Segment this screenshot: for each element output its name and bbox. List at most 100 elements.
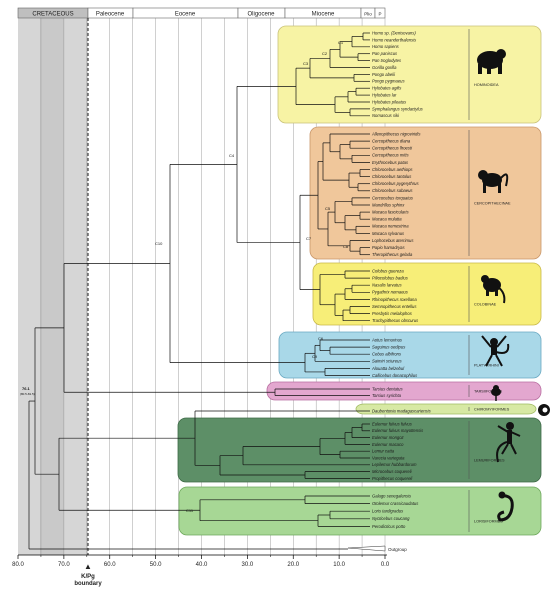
taxon-label: Daubentonia madagascariensis	[372, 408, 432, 413]
taxon-label: Pan paniscus	[372, 51, 398, 56]
taxon-label: Piliocolobus badius	[372, 276, 409, 281]
taxon-label: Perodicticus potto	[372, 524, 406, 529]
taxon-label: Symphalangus syndactylus	[372, 106, 424, 111]
taxon-label: Callicebus donacophilus	[372, 373, 418, 378]
clade-box-hominoidea	[277, 25, 542, 124]
taxon-label: Hylobates pileatus	[372, 99, 407, 104]
period-label-pleistocene: P	[378, 12, 381, 17]
axis-tick-label: 70.0	[58, 562, 70, 568]
taxon-label: Macaca sylvanus	[372, 231, 405, 236]
taxon-label: Mandrillus sphinx	[372, 202, 405, 207]
node-label-c7: C7	[306, 236, 312, 241]
taxon-label: Lemur catta	[372, 449, 395, 454]
taxon-label: Lophocebus aterrimus	[372, 238, 414, 243]
axis-tick-label: 10.0	[333, 562, 345, 568]
node-label-c4: C4	[229, 153, 235, 158]
kpg-boundary-label: boundary	[74, 581, 102, 587]
taxon-label: Tarsius syrichta	[372, 393, 402, 398]
node-label-c1: C1	[338, 40, 344, 45]
taxon-label: Eulemur fulvus mayottensis	[372, 428, 424, 433]
clade-box-lemuriformes	[177, 417, 542, 483]
clade-name-tarsiiformes: TARSIIFORMES	[474, 390, 503, 394]
taxon-label: Rhinopithecus roxellana	[372, 297, 417, 302]
clade-box-platyrrhini	[278, 331, 542, 379]
taxon-label: Trachypithecus obscurus	[372, 318, 419, 323]
axis-tick-label: 40.0	[196, 562, 208, 568]
axis-tick-label: 30.0	[242, 562, 254, 568]
clade-box-colobinae	[312, 262, 542, 326]
outgroup-label: Outgroup	[388, 547, 407, 552]
clade-name-chiromyiformes: CHIROMYIFORMES	[474, 408, 510, 412]
taxon-label: Propithecus coquereli	[372, 476, 413, 481]
taxon-label: Saguinus oedipus	[372, 345, 406, 350]
outgroup-wedge	[347, 545, 386, 552]
taxon-label: Cercopithecus lhoesti	[372, 146, 413, 151]
taxon-label: Papio hamadryas	[372, 245, 405, 250]
taxon-labels: Homo sp. (Denisovans)Homo neanderthalens…	[371, 30, 432, 528]
clade-name-cercopithecinae: CERCOPITHECINAE	[474, 202, 511, 206]
taxon-label: Aotus lemurinus	[371, 337, 403, 342]
period-label-oligocene: Oligocene	[247, 12, 275, 18]
taxon-label: Semnopithecus entellus	[372, 304, 417, 309]
tarsier-icon	[491, 385, 501, 401]
axis-tick-label: 0.0	[381, 562, 390, 568]
taxon-label: Tarsius dentatus	[372, 386, 403, 391]
taxon-label: Erythrocebus patas	[372, 160, 409, 165]
baboon-icon	[478, 170, 509, 193]
taxon-label: Macaca mulatta	[372, 217, 402, 222]
clade-name-colobinae: COLOBINAE	[474, 303, 497, 307]
taxon-label: Hylobates agilis	[372, 86, 402, 91]
taxon-label: Gorilla gorilla	[372, 65, 397, 70]
taxon-label: Cercopithecus mitis	[372, 153, 409, 158]
clade-name-lemuriformes: LEMURIFORMES	[474, 459, 505, 463]
axis-tick-label: 20.0	[287, 562, 299, 568]
node-label-root-sub: (80.5-81.5)	[20, 392, 35, 396]
node-label-root: 76.1	[22, 386, 31, 391]
taxon-label: Cebus albifrons	[372, 352, 402, 357]
taxon-label: Eulemur mongoz	[372, 435, 405, 440]
lemur-icon	[496, 422, 521, 463]
period-label-eocene: Eocene	[175, 12, 196, 18]
node-label-c6: C6	[318, 336, 324, 341]
taxon-label: Chlorocebus tantalus	[372, 174, 412, 179]
axis-tick-label: 80.0	[12, 562, 24, 568]
taxon-label: Microcebus coquereli	[372, 469, 413, 474]
group-icons	[477, 49, 550, 522]
taxon-label: Nycticebus coucang	[372, 516, 410, 521]
spider-monkey-icon	[481, 335, 510, 367]
taxon-label: Lepilemur hubbardorum	[372, 462, 417, 467]
taxon-label: Pongo abelii	[372, 72, 396, 77]
taxon-label: Theropithecus gelada	[372, 252, 413, 257]
period-label-pliocene: Plio	[364, 12, 372, 17]
loris-icon	[497, 491, 514, 522]
era-header: CRETACEOUS Paleocene Eocene Oligocene Mi…	[17, 7, 386, 19]
taxon-label: Homo sp. (Denisovans)	[372, 30, 416, 35]
gorilla-icon	[477, 49, 506, 74]
aye-aye-icon	[538, 404, 550, 416]
clade-box-chiromyiformes	[355, 403, 537, 415]
taxon-label: Eulemur macaco	[372, 442, 404, 447]
tree-branches	[28, 32, 370, 550]
node-label-c3: C3	[303, 61, 309, 66]
taxon-label: Nomascus siki	[372, 113, 400, 118]
clade-name-hominoidea: HOMINOIDEA	[474, 83, 499, 87]
period-box-pleistocene	[374, 7, 386, 19]
taxon-label: Macaca nemestrina	[372, 224, 409, 229]
taxon-label: Cercocebus torquatus	[372, 195, 414, 200]
node-label-c2: C2	[322, 51, 328, 56]
taxon-label: Loris tardigradus	[372, 509, 404, 514]
taxon-label: Pongo pygmaeus	[372, 79, 405, 84]
taxon-label: Pygathrix nemaeus	[372, 290, 409, 295]
node-labels: 76.1 (80.5-81.5) C1 C2 C3 C4 C5 C6 C7 C8…	[20, 40, 349, 513]
taxon-label: Nasalis larvatus	[372, 283, 402, 288]
node-label-c8: C8	[343, 244, 349, 249]
taxon-label: Presbytis melalophos	[372, 311, 413, 316]
taxon-label: Allenopithecus nigroviridis	[371, 131, 421, 136]
axis-tick-label: 60.0	[104, 562, 116, 568]
taxon-label: Galago senegalensis	[372, 493, 412, 498]
taxon-label: Saimiri sciureus	[372, 359, 402, 364]
clade-name-lorisiformes: LORISIFORMES	[474, 520, 503, 524]
taxon-label: Otolemur crassicaudatus	[372, 501, 419, 506]
node-label-c10: C10	[155, 241, 163, 246]
